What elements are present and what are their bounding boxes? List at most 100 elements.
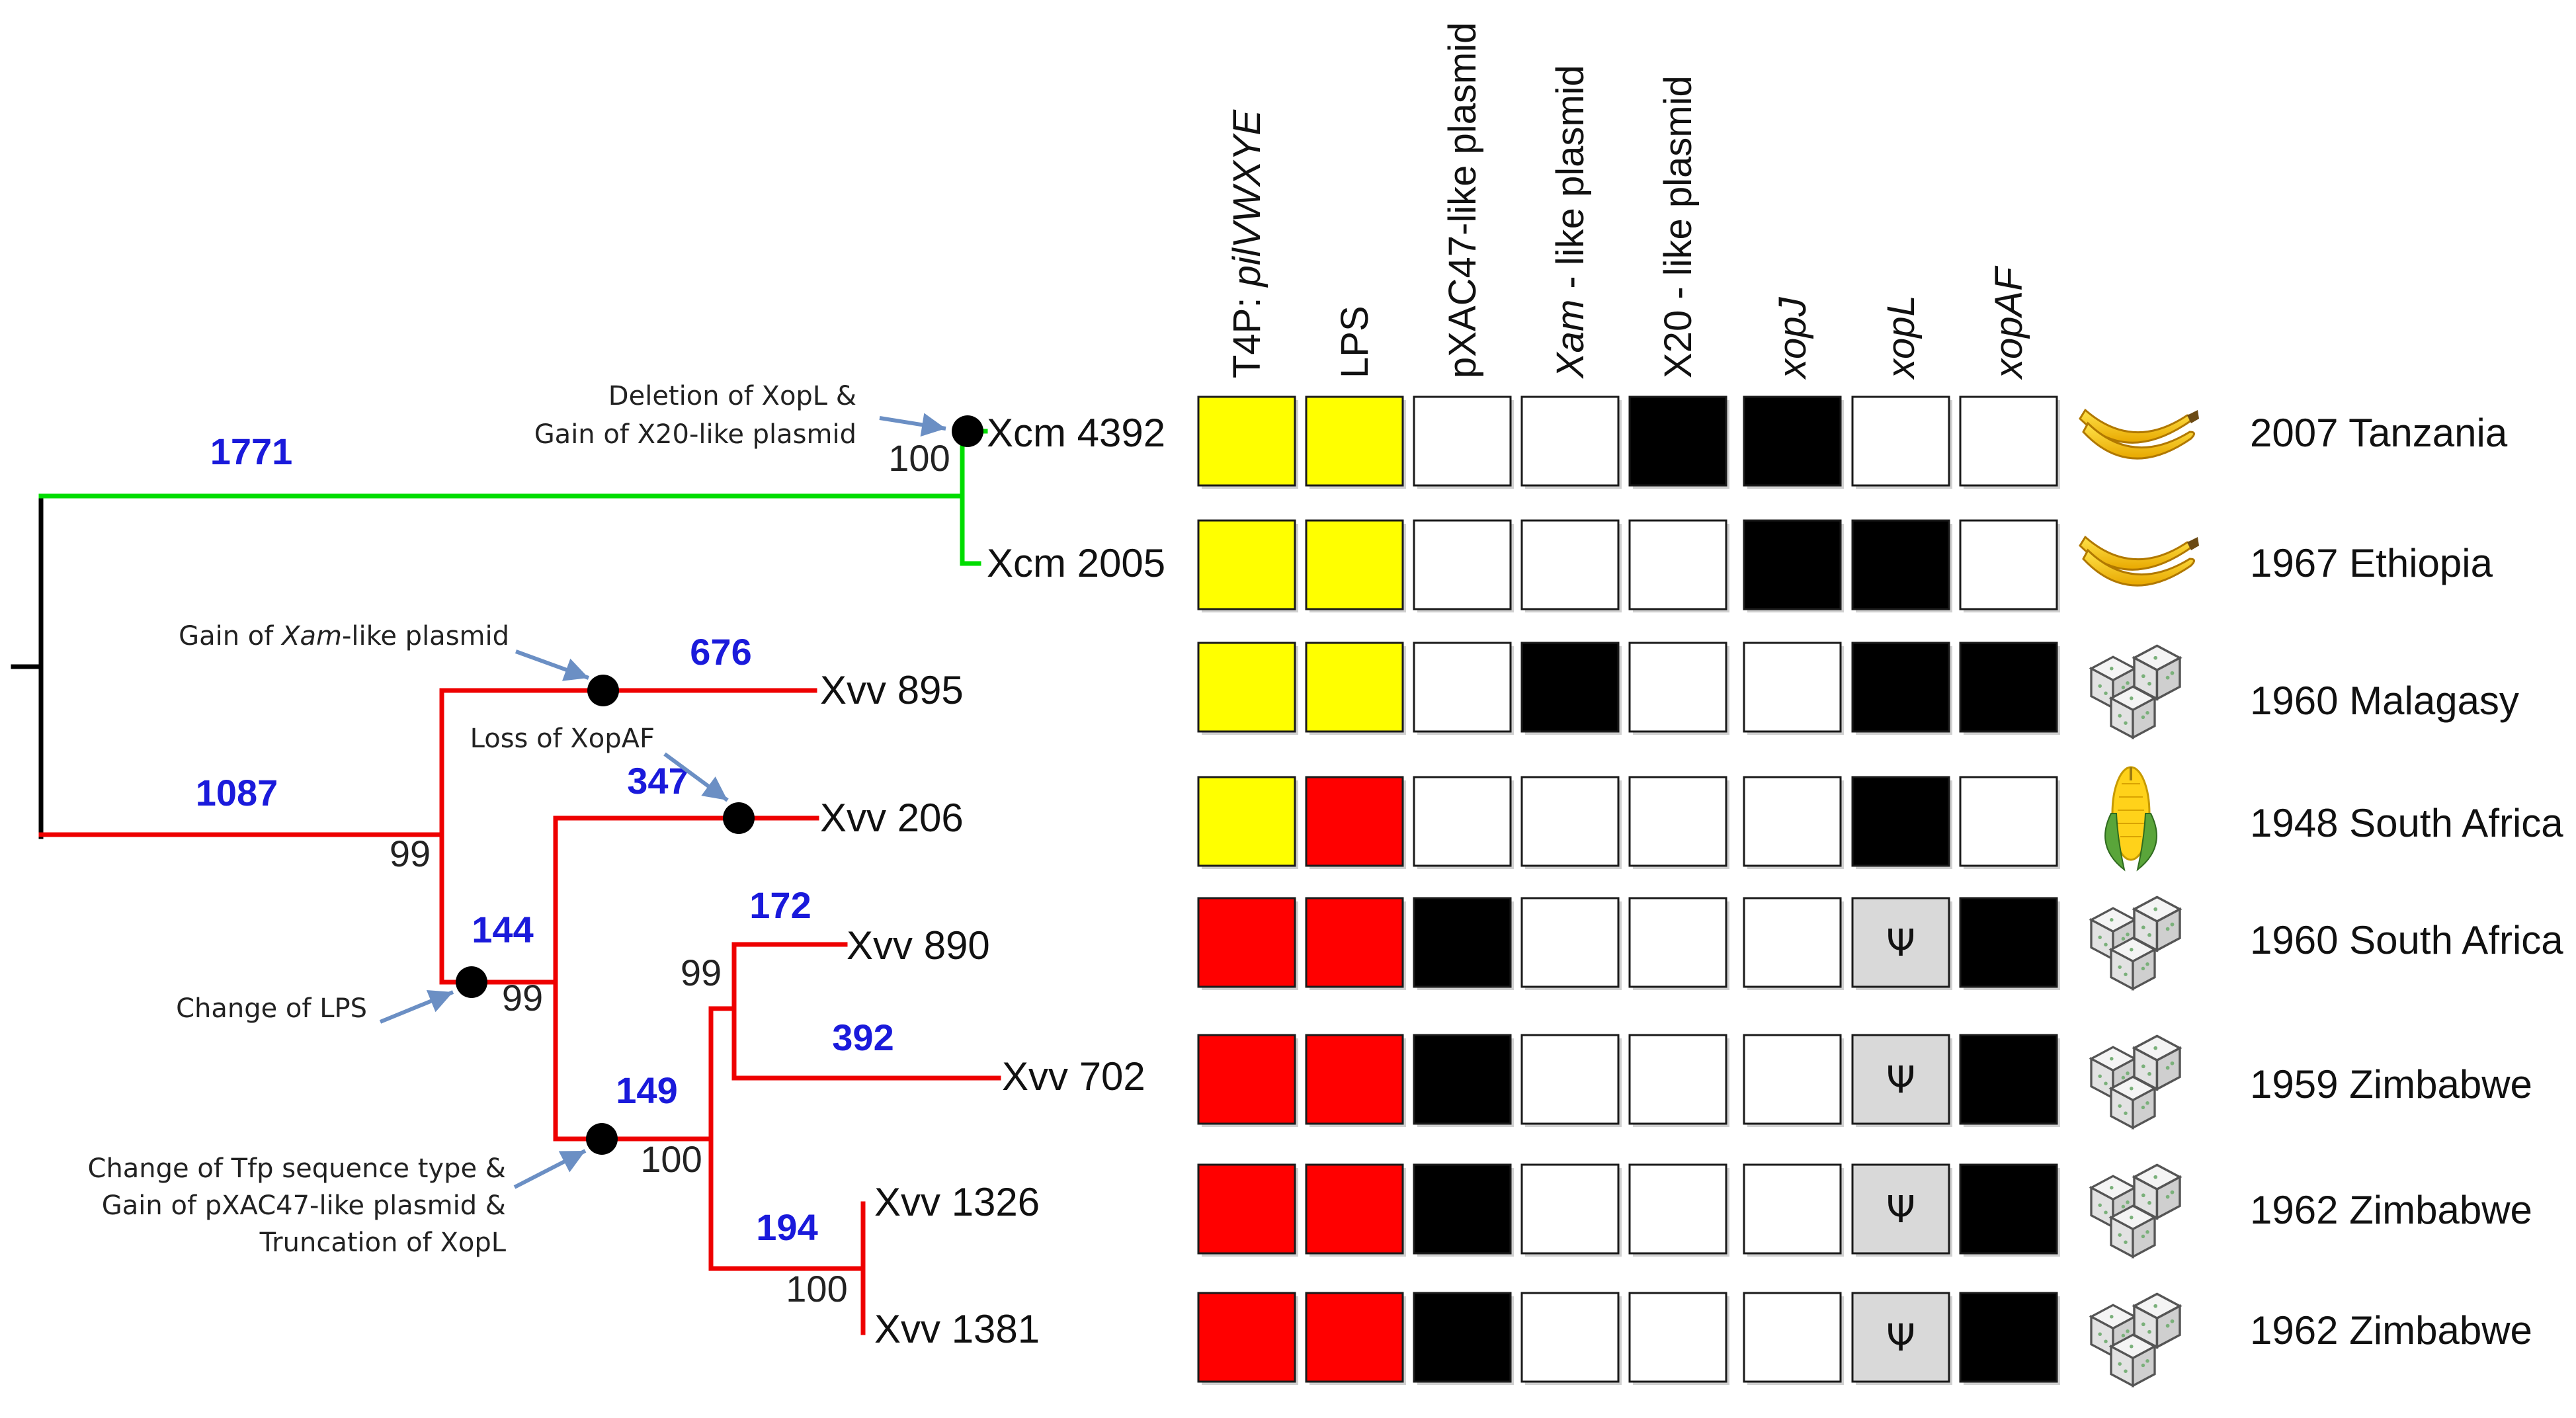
- event-annotation: Deletion of XopL &: [608, 381, 856, 411]
- branch-length-label: 1771: [210, 431, 293, 472]
- column-header: X20 - like plasmid: [1657, 75, 1700, 378]
- matrix-cell: [1628, 519, 1727, 610]
- column-header: xopL: [1880, 295, 1923, 380]
- matrix-cell: [1959, 897, 2058, 988]
- sugarcane-icon: [2091, 646, 2180, 737]
- matrix-cell: [1851, 1292, 1950, 1383]
- matrix-cell: [1628, 1292, 1727, 1383]
- matrix-cell: [1851, 396, 1950, 487]
- matrix-cell: [1197, 1292, 1296, 1383]
- origin-label: 1959 Zimbabwe: [2250, 1062, 2532, 1106]
- matrix-cell: [1197, 1034, 1296, 1125]
- column-header: pXAC47-like plasmid: [1441, 22, 1484, 378]
- matrix-cell: [1851, 776, 1950, 867]
- matrix-cell: [1959, 1034, 2058, 1125]
- bootstrap-label: 99: [502, 977, 543, 1019]
- matrix-cell: [1959, 396, 2058, 487]
- matrix-cell: [1305, 1163, 1404, 1255]
- branch-length-label: 392: [832, 1017, 893, 1058]
- bootstrap-label: 100: [888, 437, 950, 479]
- matrix-cell: [1520, 396, 1620, 487]
- matrix-cell: [1628, 1163, 1727, 1255]
- matrix-cell: [1959, 642, 2058, 733]
- matrix-cell: [1520, 1034, 1620, 1125]
- matrix-cell: [1305, 1034, 1404, 1125]
- event-annotation: Loss of XopAF: [470, 724, 655, 754]
- column-header: xopAF: [1987, 265, 2030, 380]
- matrix-cell: [1959, 776, 2058, 867]
- column-header: T4P: pilVWXYE: [1226, 109, 1268, 378]
- sugarcane-icon: [2091, 897, 2180, 989]
- matrix-cell: [1743, 1163, 1842, 1255]
- sugarcane-icon: [2091, 1165, 2180, 1257]
- matrix-cell: [1305, 396, 1404, 487]
- event-annotation: Gain of X20-like plasmid: [534, 419, 856, 450]
- matrix-cell: [1743, 642, 1842, 733]
- matrix-cell: [1851, 519, 1950, 610]
- matrix-cell: [1413, 776, 1512, 867]
- event-arrowhead: [558, 1151, 585, 1173]
- matrix-cell: [1520, 776, 1620, 867]
- matrix-cell: [1413, 396, 1512, 487]
- matrix-cell: [1520, 1163, 1620, 1255]
- branch-length-label: 676: [690, 631, 751, 673]
- sugarcane-icon: [2091, 1036, 2180, 1128]
- matrix-cell: [1743, 897, 1842, 988]
- event-node-dot: [456, 966, 487, 998]
- matrix-cell: [1197, 897, 1296, 988]
- matrix-cell: [1743, 776, 1842, 867]
- matrix-cell: [1743, 519, 1842, 610]
- taxon-label: Xvv 206: [820, 796, 964, 840]
- matrix-cell: [1197, 776, 1296, 867]
- matrix-cell: [1305, 897, 1404, 988]
- matrix-cell: [1743, 1292, 1842, 1383]
- event-node-dot: [586, 1123, 618, 1155]
- matrix-cell: [1743, 1034, 1842, 1125]
- matrix-cell: [1305, 519, 1404, 610]
- event-node-dot: [723, 802, 755, 834]
- taxon-label: Xvv 895: [820, 668, 964, 712]
- event-annotation: Gain of pXAC47-like plasmid &: [102, 1190, 506, 1221]
- matrix-cell: [1520, 1292, 1620, 1383]
- event-arrowhead: [920, 413, 946, 437]
- event-node-dot: [587, 675, 619, 706]
- branch-length-label: 172: [749, 884, 811, 926]
- column-header: xopJ: [1771, 296, 1814, 380]
- pseudogene-symbol: Ψ: [1886, 1189, 1915, 1231]
- event-annotation: Change of Tfp sequence type &: [88, 1153, 506, 1184]
- matrix-cell: [1413, 1292, 1512, 1383]
- matrix-cell: [1305, 1292, 1404, 1383]
- taxon-label: Xvv 890: [847, 923, 990, 968]
- matrix-cell: [1197, 396, 1296, 487]
- matrix-cell: [1851, 1034, 1950, 1125]
- matrix-cell: [1305, 776, 1404, 867]
- matrix-cell: [1197, 1163, 1296, 1255]
- matrix-cell: [1959, 1292, 2058, 1383]
- bootstrap-label: 100: [786, 1268, 847, 1310]
- event-node-dot: [952, 415, 983, 447]
- matrix-cell: [1197, 519, 1296, 610]
- origin-label: 1960 Malagasy: [2250, 679, 2519, 723]
- matrix-cell: [1959, 1163, 2058, 1255]
- matrix-cell: [1305, 642, 1404, 733]
- origin-label: 1962 Zimbabwe: [2250, 1308, 2532, 1353]
- banana-icon: [2079, 409, 2200, 460]
- event-annotation: Gain of Xam-like plasmid: [179, 621, 509, 651]
- matrix-cell: [1413, 642, 1512, 733]
- bootstrap-label: 100: [640, 1138, 702, 1180]
- taxon-label: Xvv 1381: [874, 1307, 1040, 1351]
- pseudogene-symbol: Ψ: [1886, 1317, 1915, 1360]
- matrix-cell: [1851, 642, 1950, 733]
- matrix-cell: [1520, 519, 1620, 610]
- origin-label: 1967 Ethiopia: [2250, 541, 2493, 585]
- matrix-cell: [1628, 642, 1727, 733]
- event-annotation: Change of LPS: [176, 993, 367, 1024]
- origin-label: 1960 South Africa: [2250, 918, 2563, 962]
- column-header: Xam - like plasmid: [1549, 65, 1592, 380]
- matrix-cell: [1851, 1163, 1950, 1255]
- taxon-label: Xvv 702: [1002, 1054, 1145, 1099]
- branch-length-label: 347: [627, 760, 688, 802]
- matrix-cell: [1628, 897, 1727, 988]
- bootstrap-label: 99: [681, 952, 722, 993]
